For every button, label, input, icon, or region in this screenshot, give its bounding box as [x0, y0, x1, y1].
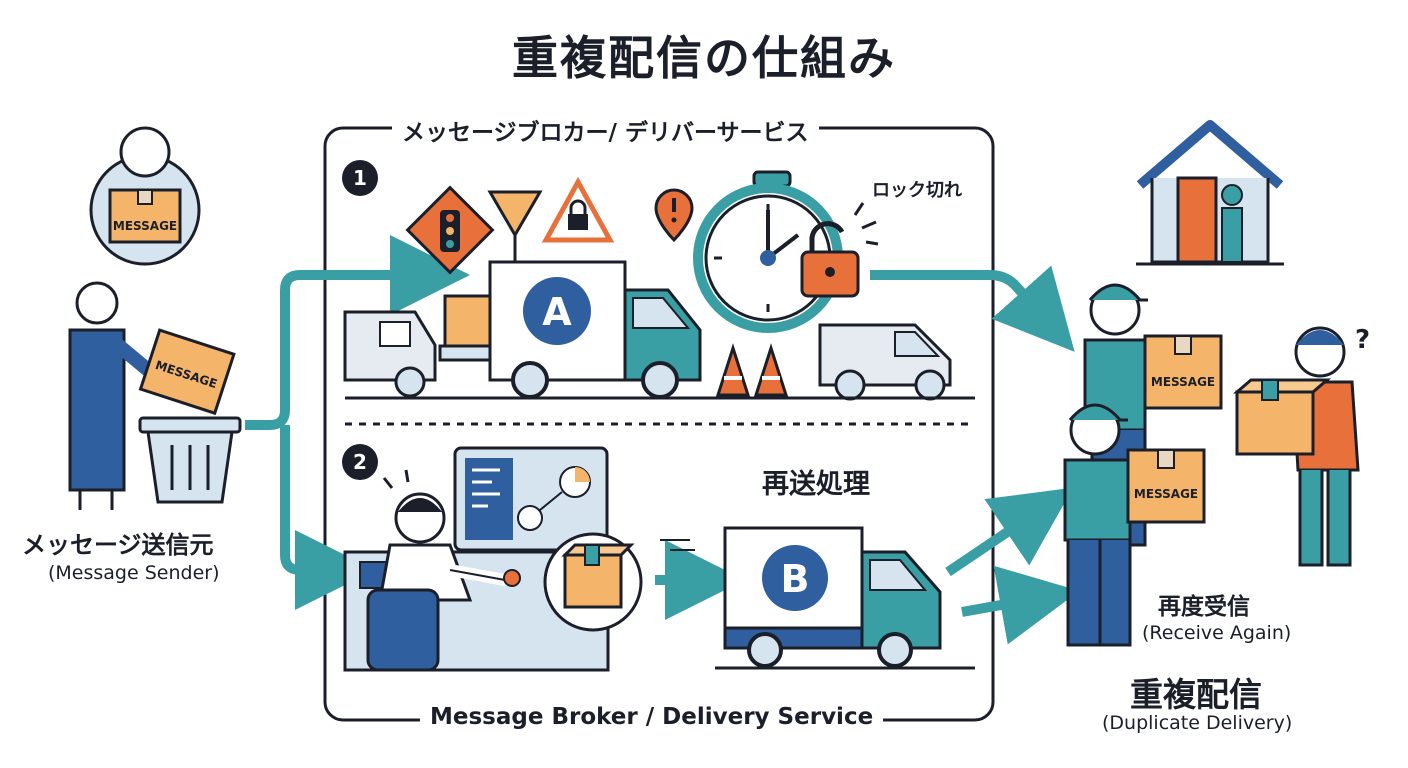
sender-thought-icon: MESSAGE	[89, 126, 201, 266]
step1-number: 1	[353, 166, 367, 190]
resend-label: 再送処理	[762, 469, 870, 500]
panel-title-en: Message Broker / Delivery Service	[420, 704, 884, 730]
motion-lines	[660, 539, 695, 551]
traffic-cones-icon	[715, 343, 789, 397]
yield-sign-icon	[487, 190, 543, 262]
broken-padlock-icon	[800, 202, 879, 298]
box-label-text: MESSAGE	[1151, 375, 1215, 389]
alert-pin-icon	[654, 188, 694, 243]
operator-desk-icon	[343, 469, 610, 672]
page-title: 重複配信の仕組み	[512, 31, 896, 85]
receiver-label-jp: 再度受信	[1158, 594, 1250, 620]
sender-arrow-up	[245, 235, 470, 430]
step2-badge	[342, 444, 378, 480]
stopwatch-icon	[693, 170, 843, 333]
warning-lock-sign-icon	[541, 176, 615, 243]
traffic-light-icon	[405, 185, 495, 275]
box-label-text: MESSAGE	[1134, 487, 1198, 501]
step1-badge	[342, 160, 378, 196]
arrow-to-receiver-mid	[945, 487, 1074, 577]
arrow-to-receiver-low	[961, 565, 1080, 645]
truck-a-icon: A	[438, 260, 702, 399]
receiver-label-en: (Receive Again)	[1142, 622, 1292, 644]
trash-bin-icon	[138, 416, 242, 504]
house-icon	[1136, 120, 1284, 266]
monitor-icon	[453, 446, 609, 552]
box-label-text: MESSAGE	[113, 219, 177, 233]
sender-label-jp: メッセージ送信元	[22, 531, 214, 559]
recipient-person-icon	[1232, 326, 1360, 567]
gray-truck-left-icon	[343, 310, 437, 398]
sender-person-icon: MESSAGE	[68, 281, 236, 510]
sender-label-en: (Message Sender)	[48, 562, 220, 584]
truck-b-icon: B	[723, 526, 942, 668]
panel-title-jp: メッセージブロカー/ デリバーサービス	[392, 113, 819, 147]
duplicate-delivery-label-jp: 重複配信	[1130, 675, 1262, 714]
resend-package-bubble-icon	[543, 532, 643, 632]
step2-number: 2	[353, 450, 367, 474]
truck-a-label: A	[542, 290, 572, 334]
arrow-to-receiver-top	[870, 265, 1075, 352]
question-mark: ?	[1355, 325, 1370, 355]
sender-arrow-down	[280, 425, 375, 610]
gray-van-right-icon	[818, 323, 952, 401]
delivery-worker-front-icon: MESSAGE	[1063, 403, 1206, 647]
truck-b-label: B	[781, 557, 810, 601]
lock-expired-label: ロック切れ	[872, 180, 962, 201]
duplicate-delivery-label-en: (Duplicate Delivery)	[1102, 712, 1293, 734]
